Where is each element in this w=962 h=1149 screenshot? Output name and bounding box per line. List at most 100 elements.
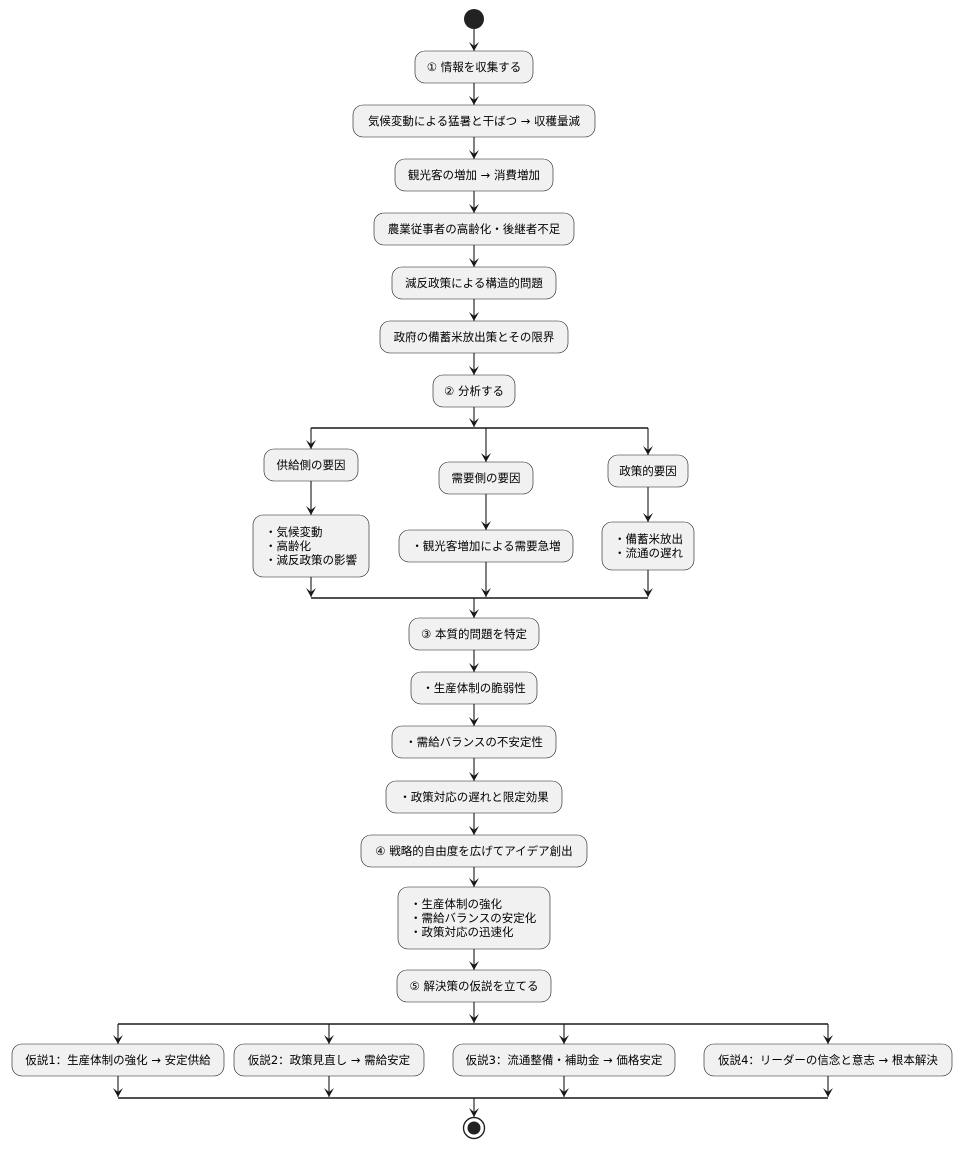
branch-demand-details-text: ・観光客増加による需要急増: [411, 539, 560, 553]
step-climate: 気候変動による猛暑と干ばつ → 収穫量減: [352, 104, 596, 138]
arrowhead: [559, 1035, 569, 1044]
end-node: [467, 1121, 481, 1135]
hypothesis-3-text: 仮説3：流通整備・補助金 → 価格安定: [466, 1053, 663, 1067]
step-policy-delay: ・政策対応の遅れと限定効果: [385, 780, 563, 814]
step-reserve-text: 政府の備蓄米放出策とその限界: [394, 330, 555, 344]
step-policy-delay-text: ・政策対応の遅れと限定効果: [399, 790, 549, 804]
branch-supply-details-text-2: ・高齢化: [265, 539, 311, 553]
hypothesis-1-text: 仮説1：生産体制の強化 → 安定供給: [25, 1053, 211, 1067]
step-collect-info-box: [414, 50, 534, 84]
branch-policy-details-text-1: ・備蓄米放出: [614, 532, 683, 546]
step-policy-delay-box: [385, 780, 563, 814]
step-climate-box: [352, 104, 596, 138]
step-fragility: ・生産体制の脆弱性: [410, 671, 538, 705]
step-reserve-box: [379, 320, 569, 354]
arrowhead: [469, 772, 479, 781]
arrowhead: [469, 42, 479, 51]
arrowhead: [481, 521, 491, 530]
start-node: [464, 9, 484, 29]
hypothesis-2: 仮説2：政策見直し → 需給安定: [233, 1043, 425, 1077]
hypothesis-4-text: 仮説4：リーダーの信念と意志 → 根本解決: [718, 1053, 938, 1067]
branch-supply-title-text: 供給側の要因: [277, 458, 346, 472]
arrowhead: [469, 878, 479, 887]
branch-supply-details-box: [252, 514, 370, 578]
branch-policy-title-text: 政策的要因: [619, 464, 677, 478]
step-fragility-text: ・生産体制の脆弱性: [422, 681, 526, 695]
branch-supply-title-box: [263, 448, 359, 482]
step-gentan: 減反政策による構造的問題: [391, 266, 557, 300]
arrowhead: [469, 609, 479, 618]
hypothesis-3: 仮説3：流通整備・補助金 → 価格安定: [452, 1043, 676, 1077]
arrowhead: [643, 588, 653, 597]
step-hypothesis: ⑤ 解決策の仮説を立てる: [396, 969, 552, 1003]
step-hypothesis-text: ⑤ 解決策の仮説を立てる: [410, 979, 539, 993]
arrowhead: [469, 1108, 479, 1117]
arrowhead: [559, 1088, 569, 1097]
arrowhead: [324, 1035, 334, 1044]
branch-demand-details-box: [398, 529, 574, 563]
step-ideation: ④ 戦略的自由度を広げてアイデア創出: [360, 834, 588, 868]
branch-policy-details-box: [601, 521, 695, 571]
step-ideation-text: ④ 戦略的自由度を広げてアイデア創出: [375, 844, 572, 858]
step-strategy-list-text-1: ・生産体制の強化: [410, 897, 502, 911]
branch-supply-title: 供給側の要因: [263, 448, 359, 482]
arrowhead: [823, 1035, 833, 1044]
arrowhead: [469, 150, 479, 159]
arrowhead: [306, 506, 316, 515]
step-tourism-box: [394, 158, 554, 192]
step-strategy-list-text-3: ・政策対応の迅速化: [410, 925, 514, 939]
step-tourism-text: 観光客の増加 → 消費増加: [408, 168, 540, 182]
arrowhead: [823, 1088, 833, 1097]
step-analyze: ② 分析する: [432, 374, 516, 408]
terminals: [462, 9, 486, 1140]
arrowhead: [469, 418, 479, 427]
hypothesis-4-box: [703, 1043, 953, 1077]
arrowhead: [324, 1088, 334, 1097]
step-fragility-box: [410, 671, 538, 705]
step-aging: 農業従事者の高齢化・後継者不足: [373, 212, 575, 246]
step-reserve: 政府の備蓄米放出策とその限界: [379, 320, 569, 354]
step-collect-info: ① 情報を収集する: [414, 50, 534, 84]
branch-demand-details: ・観光客増加による需要急増: [398, 529, 574, 563]
arrowhead: [113, 1088, 123, 1097]
branch-supply-details-text-3: ・減反政策の影響: [265, 553, 357, 567]
branch-demand-title-text: 需要側の要因: [452, 471, 521, 485]
step-aging-box: [373, 212, 575, 246]
arrowhead: [643, 513, 653, 522]
step-analyze-text: ② 分析する: [444, 384, 504, 398]
step-identify-box: [408, 617, 540, 651]
arrowhead: [481, 453, 491, 462]
arrowhead: [469, 258, 479, 267]
arrowhead: [469, 1014, 479, 1023]
step-hypothesis-box: [396, 969, 552, 1003]
step-analyze-box: [432, 374, 516, 408]
arrowhead: [481, 588, 491, 597]
hypothesis-2-text: 仮説2：政策見直し → 需給安定: [248, 1053, 411, 1067]
arrowhead: [306, 588, 316, 597]
branch-supply-details-text-1: ・気候変動: [265, 525, 323, 539]
branch-supply-details: ・気候変動・高齢化・減反政策の影響: [252, 514, 370, 578]
step-gentan-text: 減反政策による構造的問題: [405, 276, 543, 290]
branch-policy-title: 政策的要因: [607, 454, 689, 488]
step-balance-text: ・需給バランスの不安定性: [405, 735, 543, 749]
step-strategy-list-box: [397, 886, 551, 950]
step-strategy-list: ・生産体制の強化・需給バランスの安定化・政策対応の迅速化: [397, 886, 551, 950]
arrowhead: [469, 826, 479, 835]
hypothesis-4: 仮説4：リーダーの信念と意志 → 根本解決: [703, 1043, 953, 1077]
branch-demand-title-box: [438, 461, 534, 495]
step-balance-box: [391, 725, 557, 759]
branch-demand-title: 需要側の要因: [438, 461, 534, 495]
step-climate-text: 気候変動による猛暑と干ばつ → 収穫量減: [368, 114, 581, 128]
step-collect-info-text: ① 情報を収集する: [427, 60, 521, 74]
arrowhead: [469, 204, 479, 213]
hypothesis-3-box: [452, 1043, 676, 1077]
arrowhead: [469, 961, 479, 970]
connectors: [113, 29, 833, 1117]
step-tourism: 観光客の増加 → 消費増加: [394, 158, 554, 192]
branch-policy-title-box: [607, 454, 689, 488]
arrowhead: [469, 366, 479, 375]
hypothesis-2-box: [233, 1043, 425, 1077]
arrowhead: [469, 96, 479, 105]
branch-policy-details-text-2: ・流通の遅れ: [614, 546, 683, 560]
